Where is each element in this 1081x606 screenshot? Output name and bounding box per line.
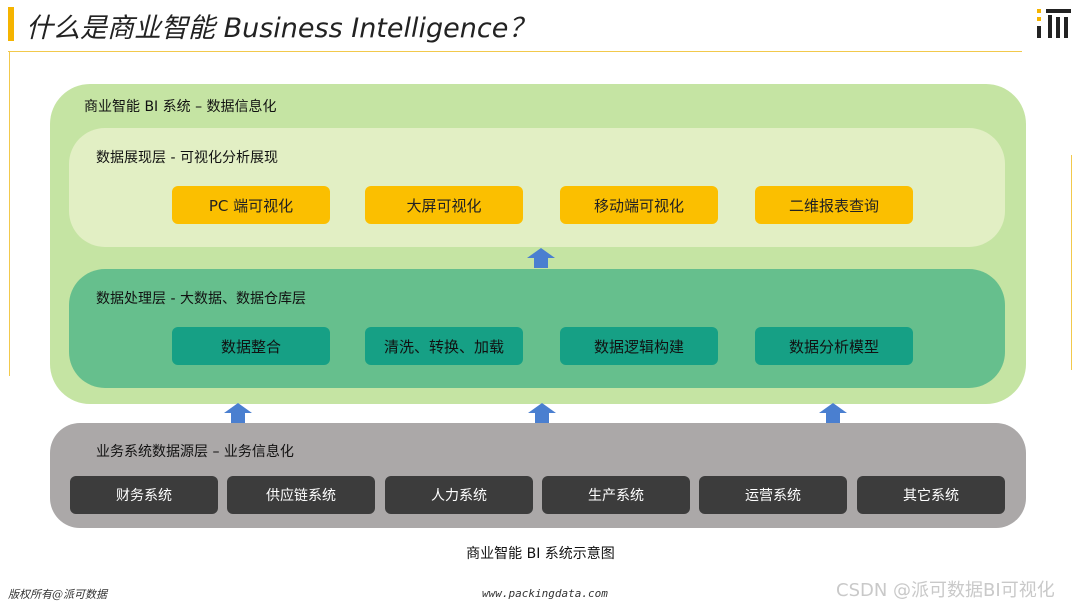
title-accent-bar <box>8 7 14 41</box>
mobile-visualization-box: 移动端可视化 <box>560 186 718 224</box>
data-logic-box: 数据逻辑构建 <box>560 327 718 365</box>
pc-visualization-box: PC 端可视化 <box>172 186 330 224</box>
other-system-box: 其它系统 <box>857 476 1005 514</box>
analysis-model-box: 数据分析模型 <box>755 327 913 365</box>
production-system-box: 生产系统 <box>542 476 690 514</box>
copyright-text: 版权所有@派可数据 <box>8 588 107 601</box>
etl-box: 清洗、转换、加载 <box>365 327 523 365</box>
right-frame-line <box>1071 155 1072 370</box>
page-title: 什么是商业智能 Business Intelligence？ <box>26 13 536 44</box>
finance-system-box: 财务系统 <box>70 476 218 514</box>
hr-system-box: 人力系统 <box>385 476 533 514</box>
website-url: www.packingdata.com <box>482 587 608 600</box>
bi-system-label: 商业智能 BI 系统 – 数据信息化 <box>84 99 277 115</box>
supply-chain-system-box: 供应链系统 <box>227 476 375 514</box>
processing-layer-label: 数据处理层 - 大数据、数据仓库层 <box>96 291 306 307</box>
data-source-layer-label: 业务系统数据源层 – 业务信息化 <box>96 444 294 460</box>
arrow-up-icon <box>819 403 847 423</box>
data-integration-box: 数据整合 <box>172 327 330 365</box>
arrow-up-icon <box>224 403 252 423</box>
big-screen-visualization-box: 大屏可视化 <box>365 186 523 224</box>
arrow-up-icon <box>527 248 555 268</box>
report-query-box: 二维报表查询 <box>755 186 913 224</box>
header-divider <box>8 51 1022 52</box>
pai-logo-icon <box>1037 9 1071 38</box>
presentation-layer-label: 数据展现层 - 可视化分析展现 <box>96 150 278 166</box>
csdn-watermark: CSDN @派可数据BI可视化 <box>836 580 1055 601</box>
left-frame-line <box>9 51 10 376</box>
operations-system-box: 运营系统 <box>699 476 847 514</box>
arrow-up-icon <box>528 403 556 423</box>
diagram-caption: 商业智能 BI 系统示意图 <box>466 546 615 562</box>
